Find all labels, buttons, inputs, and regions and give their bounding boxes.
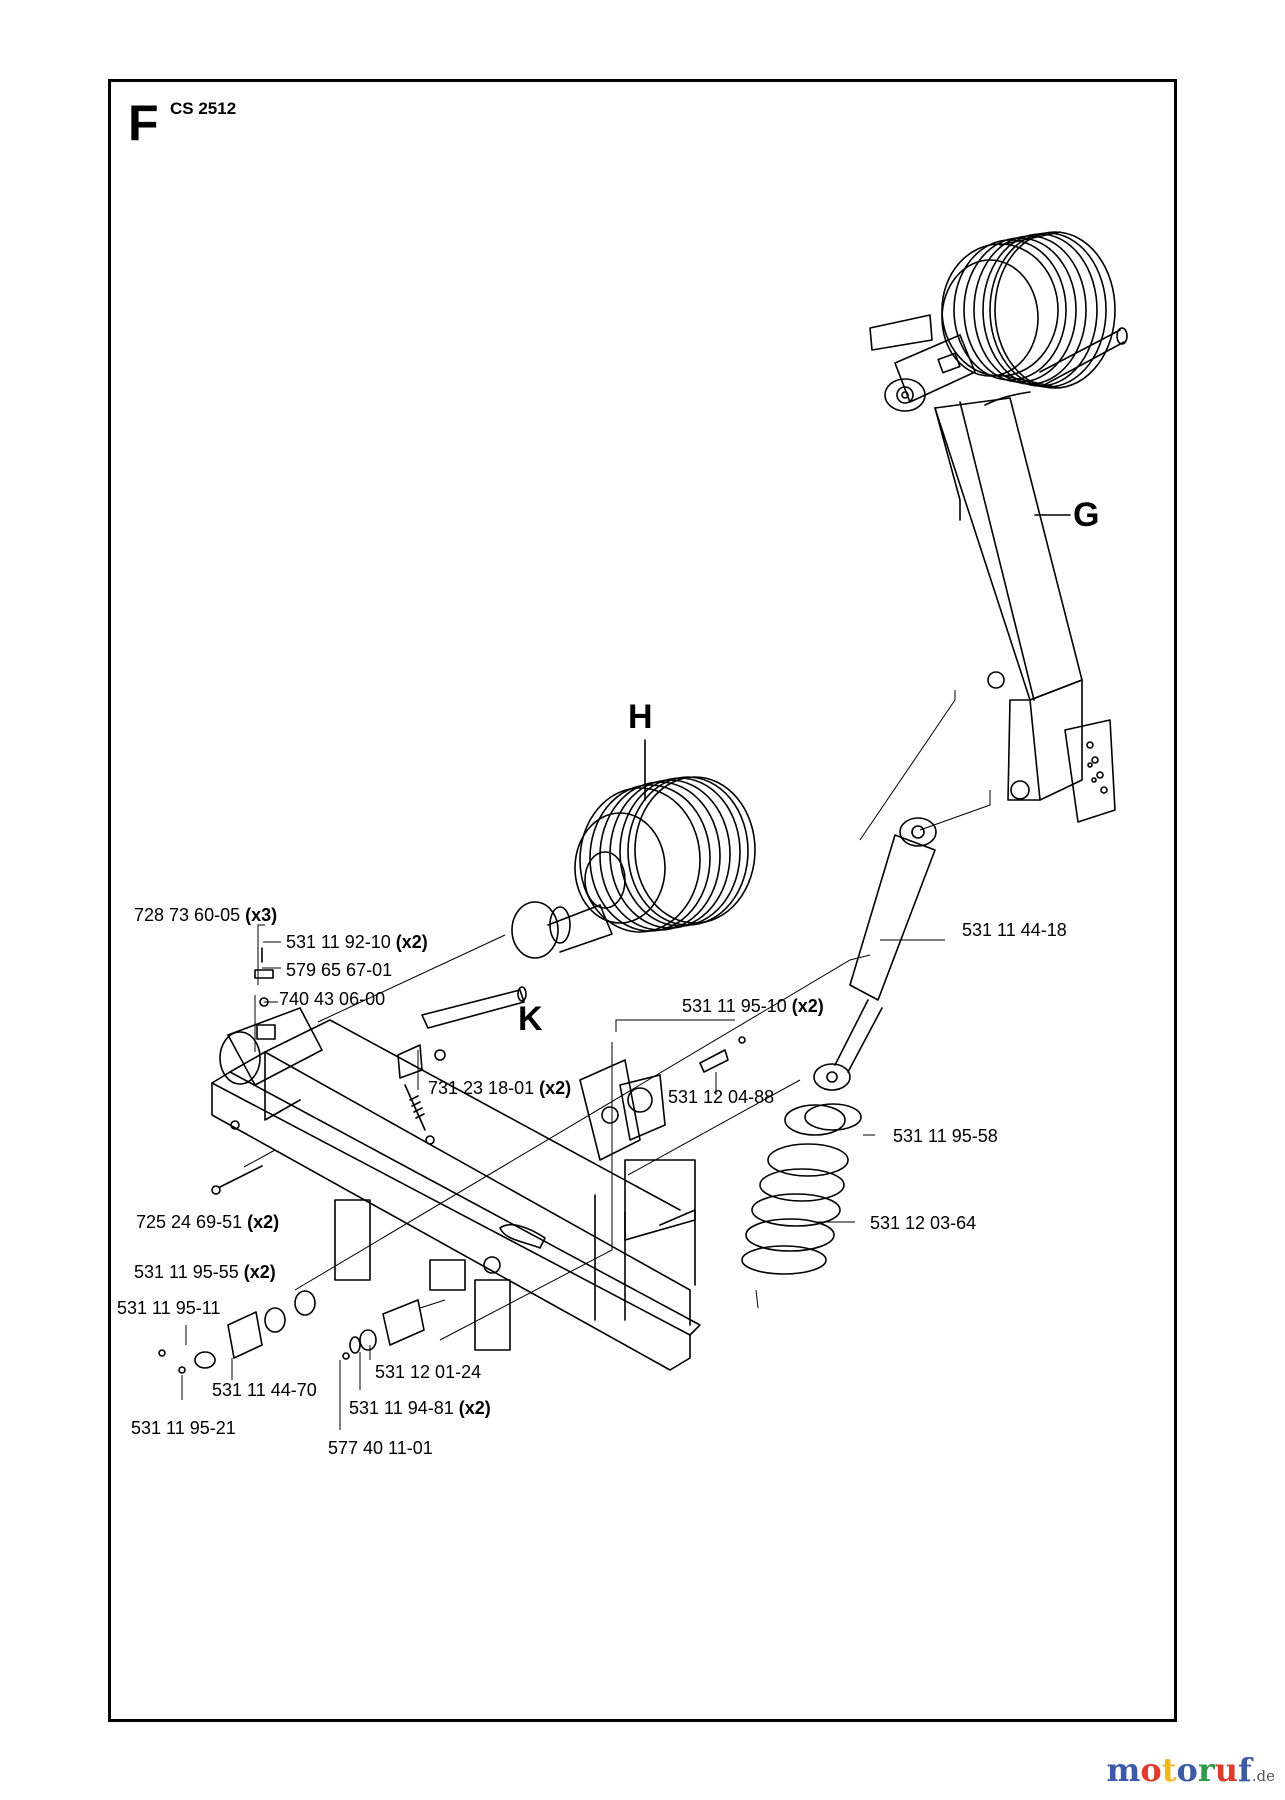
part-label: 725 24 69-51 (x2)	[136, 1212, 280, 1232]
watermark-letters: motoruf	[1107, 1751, 1252, 1789]
part-label: 531 11 95-10 (x2)	[682, 996, 824, 1016]
callout-h: H	[628, 698, 653, 736]
part-label: 531 12 03-64	[870, 1213, 977, 1233]
watermark-letter: t	[1161, 1751, 1177, 1789]
watermark-letter: o	[1140, 1751, 1162, 1789]
part-label: 531 11 95-55 (x2)	[134, 1262, 276, 1282]
diagram-frame	[108, 79, 1177, 1722]
main-frame	[211, 1007, 701, 1371]
part-label: 577 40 11-01	[328, 1438, 433, 1458]
part-label: 728 73 60-05 (x3)	[134, 905, 278, 925]
watermark-letter: f	[1237, 1751, 1252, 1789]
leader-lines	[181, 690, 991, 1430]
part-label: 531 11 95-21	[131, 1418, 236, 1438]
shock-absorber	[813, 817, 937, 1091]
part-label: 740 43 06-00	[279, 989, 386, 1009]
callout-k: K	[518, 1000, 543, 1038]
watermark-letter: m	[1106, 1751, 1141, 1789]
callout-g: G	[1073, 496, 1100, 534]
part-label: 531 11 44-70	[212, 1380, 317, 1400]
part-label: 531 11 44-18	[962, 920, 1067, 940]
part-label: 579 65 67-01	[286, 960, 393, 980]
part-label: 531 11 95-58	[893, 1126, 998, 1146]
model-name: CS 2512	[170, 99, 237, 118]
part-label: 531 12 04-88	[668, 1087, 775, 1107]
motoruf-watermark-logo: motoruf.de	[1107, 1754, 1275, 1792]
watermark-letter: r	[1197, 1751, 1215, 1789]
part-label: 531 11 92-10 (x2)	[286, 932, 428, 952]
part-label: 531 11 95-11	[117, 1298, 221, 1318]
watermark-tld: .de	[1251, 1767, 1275, 1785]
part-label: 731 23 18-01 (x2)	[428, 1078, 572, 1098]
section-letter: F	[128, 95, 159, 151]
rubber-bellow	[741, 1104, 849, 1275]
watermark-letter: u	[1214, 1751, 1238, 1789]
part-label: 531 12 01-24	[375, 1362, 482, 1382]
part-label: 531 11 94-81 (x2)	[349, 1398, 491, 1418]
assembly-h-roller	[511, 739, 756, 959]
watermark-letter: o	[1176, 1751, 1198, 1789]
assembly-g-arm	[869, 231, 1128, 823]
